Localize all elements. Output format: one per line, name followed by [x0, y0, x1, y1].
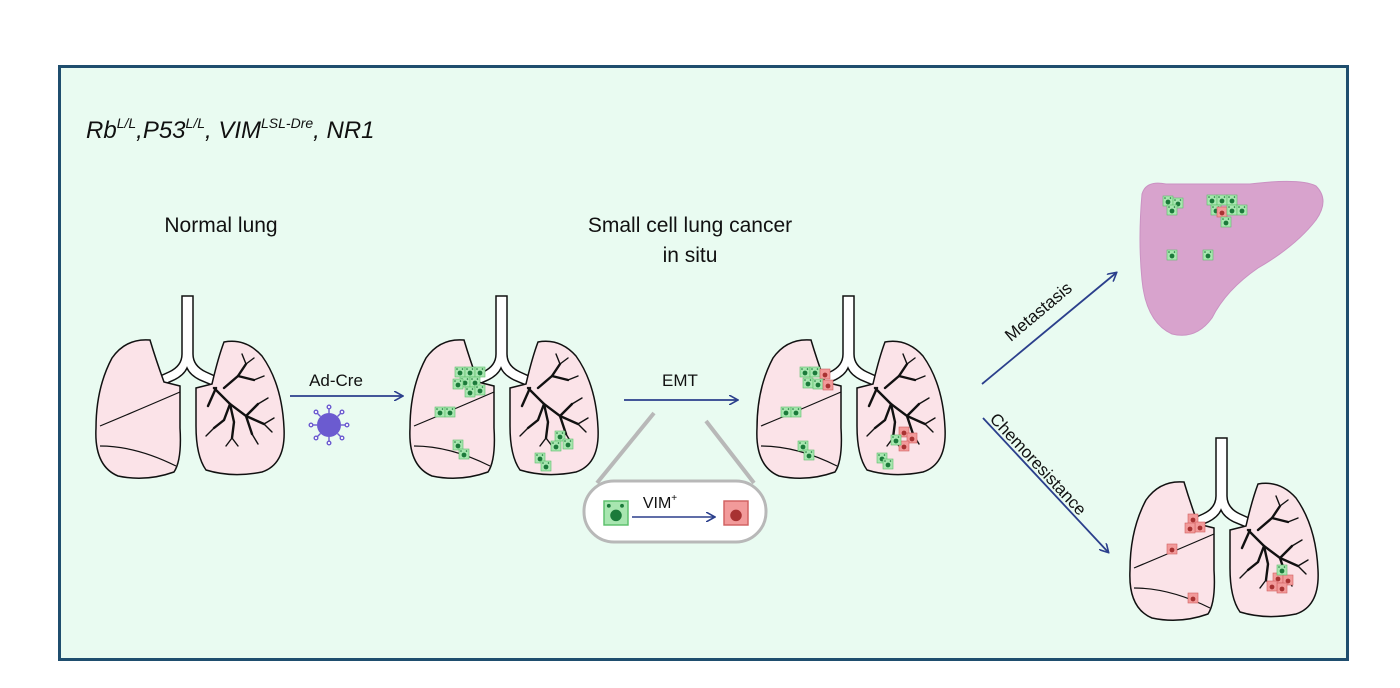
red-cell-icon — [722, 499, 750, 527]
metastasis-label: Metastasis — [1001, 278, 1075, 345]
normal-lung-icon — [94, 294, 286, 480]
emt-label: EMT — [662, 371, 698, 390]
zoom-line-left — [595, 411, 656, 485]
virus-icon — [308, 404, 350, 446]
metastasis-arrow — [981, 273, 1116, 385]
sclc-title-line1: Small cell lung cancer — [588, 214, 792, 237]
emt-inset — [582, 479, 768, 544]
normal-lung-title: Normal lung — [164, 214, 277, 237]
sclc-title-line2: in situ — [663, 244, 718, 267]
liver-icon — [1139, 180, 1324, 336]
chemoresistance-arrow — [982, 417, 1108, 552]
chemoresistance-label: Chemoresistance — [986, 409, 1090, 519]
sclc-lung-icon — [408, 294, 600, 480]
emt-lung-icon — [755, 294, 947, 480]
vim-label: VIM+ — [643, 493, 677, 512]
genotype-label: RbL/L,P53L/L, VIMLSL-Dre, NR1 — [86, 115, 375, 144]
chemoresistant-lung-icon — [1128, 436, 1320, 622]
zoom-line-right — [704, 419, 756, 485]
green-cell-icon — [602, 499, 630, 527]
ad-cre-label: Ad-Cre — [309, 371, 363, 390]
